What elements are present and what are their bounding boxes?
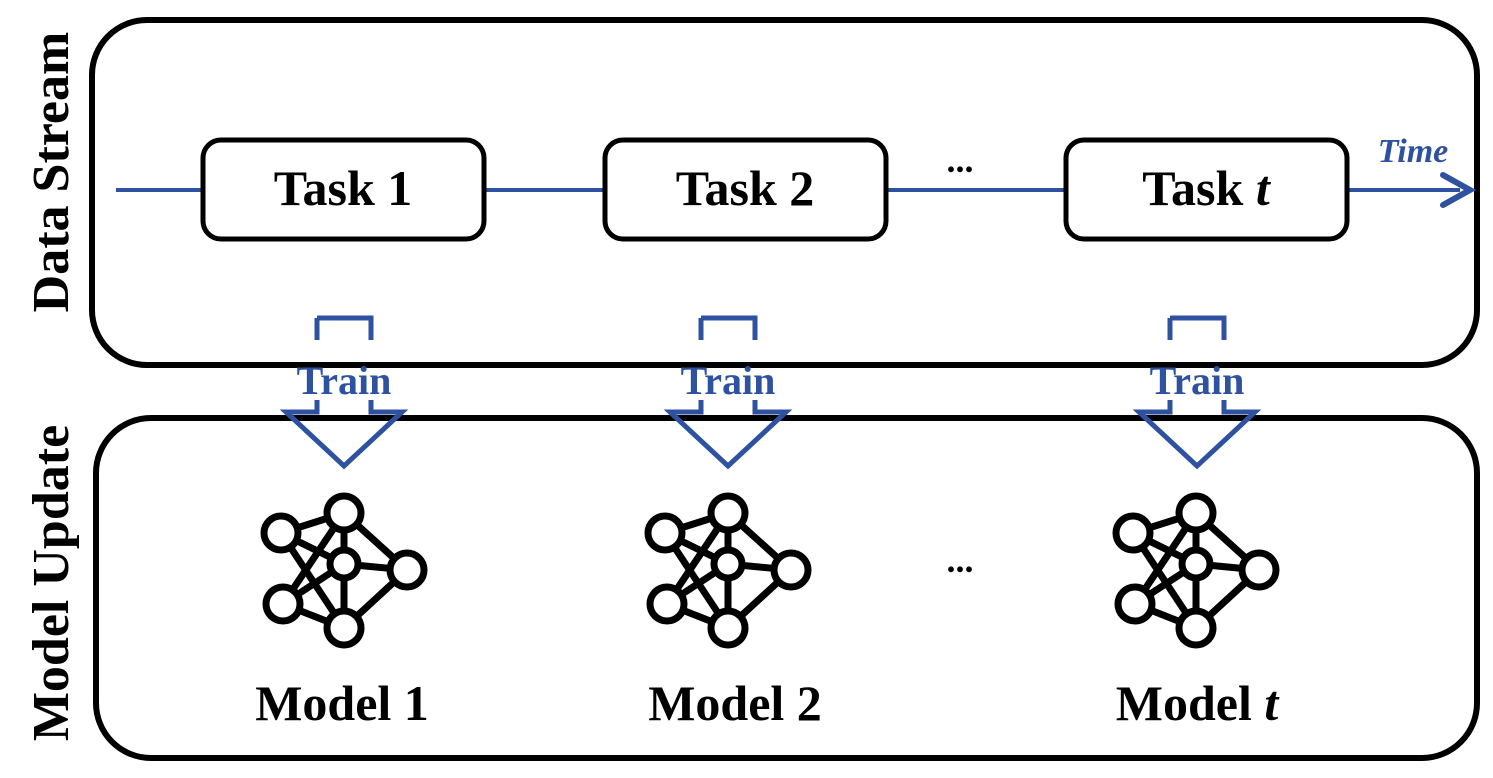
train-label-t: Train <box>1150 358 1245 403</box>
model-update-panel <box>93 415 1480 761</box>
task-label-2: Task 2 <box>676 160 815 216</box>
train-arrow-1: Train <box>279 315 409 470</box>
neural-network-icon <box>648 496 808 645</box>
train-arrow-t: Train <box>1132 315 1262 470</box>
model-label-2: Model 2 <box>648 675 822 731</box>
train-label-2: Train <box>681 358 776 403</box>
model-update-side-label: Model Update <box>23 425 80 741</box>
model-label-1: Model 1 <box>255 675 429 731</box>
model-label-t: Model t <box>1116 675 1281 731</box>
model-2: Model 2 <box>648 496 822 731</box>
train-arrow-1-icon <box>279 315 409 470</box>
data-stream-panel <box>89 17 1480 368</box>
model-t: Model t <box>1116 496 1281 731</box>
time-label: Time <box>1378 133 1449 170</box>
task-label-1: Task 1 <box>274 160 413 216</box>
model-ellipsis: ... <box>947 540 974 580</box>
model-1: Model 1 <box>255 496 429 731</box>
neural-network-icon <box>1116 496 1276 645</box>
task-box-2: Task 2 <box>602 137 889 242</box>
train-arrow-t-icon <box>1132 315 1262 470</box>
data-stream-side-label: Data Stream <box>23 32 80 313</box>
task-box-t: Task t <box>1063 137 1350 242</box>
task-ellipsis: ... <box>947 140 974 180</box>
task-label-t: Task t <box>1142 160 1272 216</box>
train-arrow-2: Train <box>663 315 793 470</box>
train-label-1: Train <box>297 358 392 403</box>
neural-network-icon <box>264 496 424 645</box>
task-box-1: Task 1 <box>200 137 487 242</box>
timeline-arrowhead-icon <box>1440 172 1477 208</box>
train-arrow-2-icon <box>663 315 793 470</box>
